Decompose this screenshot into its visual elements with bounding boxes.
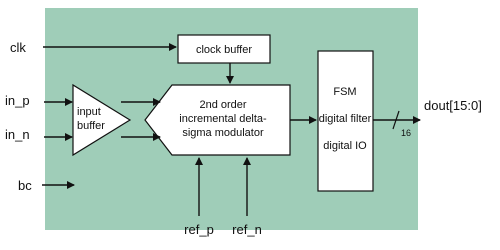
pin-label-bc: bc bbox=[18, 178, 32, 193]
pin-label-ref-p: ref_p bbox=[184, 222, 214, 237]
input-buffer-label-2: buffer bbox=[77, 120, 105, 132]
modulator-block bbox=[144, 84, 291, 156]
modulator-label-2: incremental delta- bbox=[179, 113, 267, 125]
input-buffer-block bbox=[72, 83, 132, 157]
modulator-label-1: 2nd order bbox=[199, 99, 246, 111]
input-buffer-label-1: input bbox=[77, 106, 101, 118]
modulator-label-3: sigma modulator bbox=[182, 127, 264, 139]
digital-block bbox=[317, 50, 374, 192]
pin-label-in-n: in_n bbox=[5, 127, 30, 142]
digital-label-io: digital IO bbox=[323, 140, 367, 152]
bus-slash bbox=[392, 110, 400, 130]
digital-label-fsm: FSM bbox=[333, 86, 356, 98]
pin-label-dout: dout[15:0] bbox=[424, 98, 482, 113]
pin-label-clk: clk bbox=[10, 40, 26, 55]
clock-buffer-label: clock buffer bbox=[196, 44, 252, 56]
bus-width-label: 16 bbox=[401, 128, 411, 138]
clock-buffer-block bbox=[177, 34, 271, 64]
pin-label-ref-n: ref_n bbox=[232, 222, 262, 237]
pin-label-in-p: in_p bbox=[5, 93, 30, 108]
digital-label-filter: digital filter bbox=[319, 113, 372, 125]
